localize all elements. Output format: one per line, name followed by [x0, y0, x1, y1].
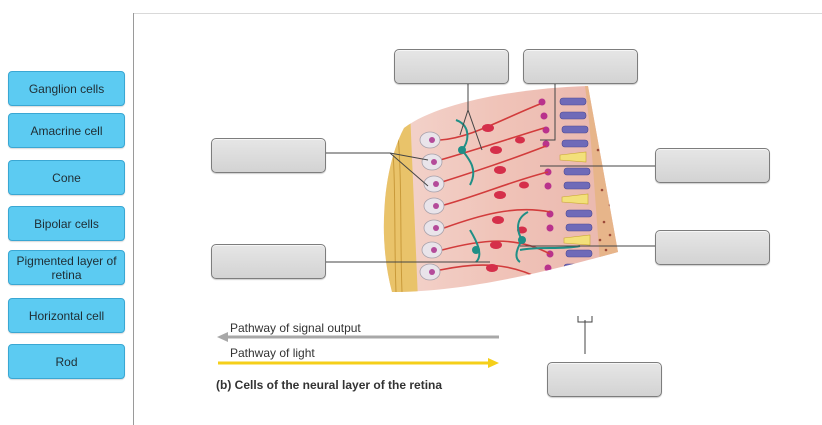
label-tile-bipolar-cells[interactable]: Bipolar cells — [8, 206, 125, 241]
label-tile-amacrine-cell[interactable]: Amacrine cell — [8, 113, 125, 148]
drop-target-top-right[interactable] — [523, 49, 638, 84]
light-label: Pathway of light — [230, 346, 315, 360]
drop-target-right-lower[interactable] — [655, 230, 770, 265]
signal-output-arrow — [217, 332, 499, 342]
drop-target-bottom[interactable] — [547, 362, 662, 397]
label-tile-ganglion-cells[interactable]: Ganglion cells — [8, 71, 125, 106]
drop-target-right-upper[interactable] — [655, 148, 770, 183]
leader-lines — [326, 84, 655, 354]
label-tile-cone[interactable]: Cone — [8, 160, 125, 195]
drop-target-left-lower[interactable] — [211, 244, 326, 279]
drop-target-top-left[interactable] — [394, 49, 509, 84]
label-tile-pigmented-layer[interactable]: Pigmented layer of retina — [8, 250, 125, 285]
figure-caption: (b) Cells of the neural layer of the ret… — [216, 378, 443, 392]
label-tile-horizontal-cell[interactable]: Horizontal cell — [8, 298, 125, 333]
label-bank: Ganglion cells Amacrine cell Cone Bipola… — [0, 13, 134, 425]
top-divider — [0, 13, 822, 14]
light-arrow — [218, 358, 499, 368]
retina-tissue — [383, 86, 618, 292]
signal-output-label: Pathway of signal output — [230, 321, 361, 335]
label-tile-rod[interactable]: Rod — [8, 344, 125, 379]
drop-target-left-upper[interactable] — [211, 138, 326, 173]
